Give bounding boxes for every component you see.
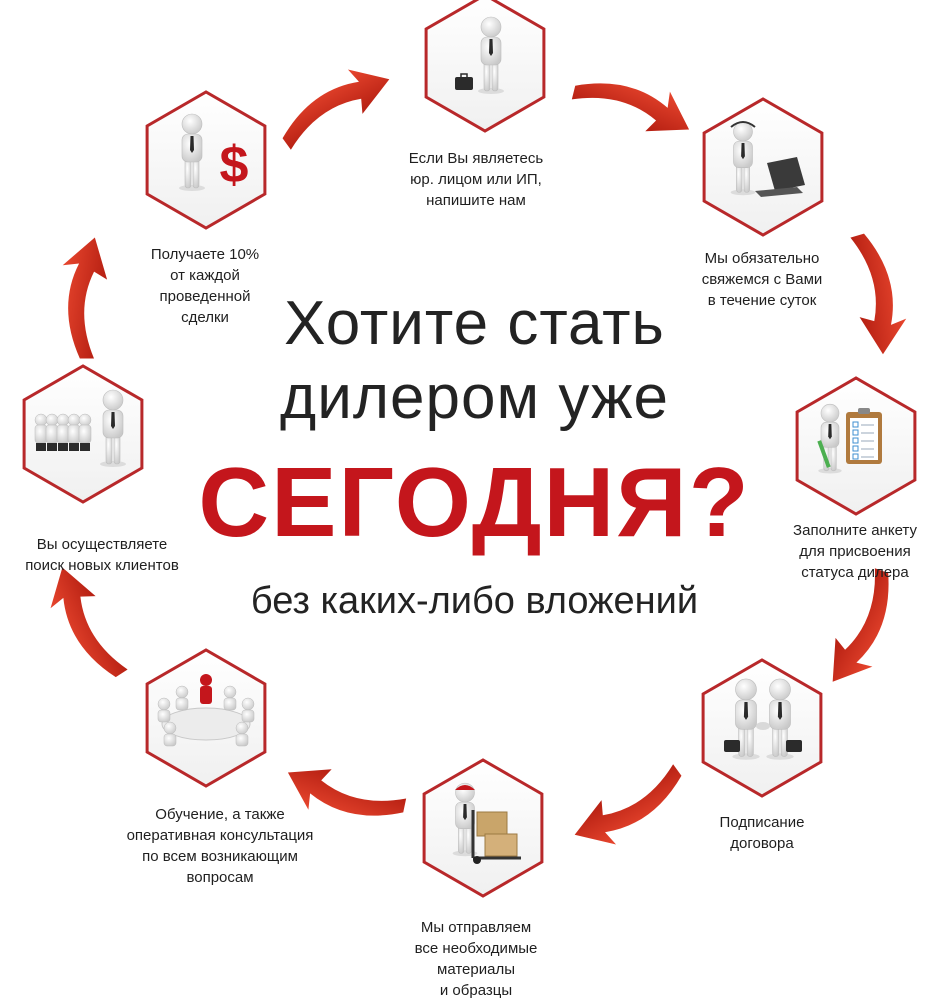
arrow-step6-to-step7	[50, 567, 128, 678]
step-8-caption: Получаете 10% от каждой проведенной сдел…	[120, 244, 290, 328]
step-3-caption-line-1: Заполните анкету	[793, 522, 917, 539]
arrow-step2-to-step3	[850, 233, 907, 355]
step-8-hexagon: $	[145, 90, 267, 230]
step-5-caption-line-3: материалы	[437, 961, 515, 978]
businessman-with-briefcase-icon	[455, 16, 504, 94]
step-7-caption-line-2: поиск новых клиентов	[25, 557, 179, 574]
step-1-caption-line-3: напишите нам	[426, 192, 526, 209]
step-1-hexagon	[424, 0, 546, 133]
step-8-caption-line-1: Получаете 10%	[150, 246, 260, 263]
arrow-step4-to-step5	[574, 764, 682, 845]
step-3-caption: Заполните анкету для присвоения статуса …	[765, 520, 945, 583]
handshake-icon	[724, 678, 802, 760]
dollar-sign-icon: $	[220, 136, 249, 194]
step-4-caption-line-2: договора	[730, 835, 794, 852]
step-4-caption: Подписание договора	[682, 812, 842, 854]
headline-line-2: дилером уже	[280, 363, 669, 432]
step-6-caption-line-3: по всем возникающим	[142, 848, 298, 865]
step-4-hexagon	[701, 658, 823, 798]
step-4-caption-line-1: Подписание	[719, 814, 805, 831]
step-2-hexagon	[702, 97, 824, 237]
step-7-caption: Вы осуществляете поиск новых клиентов	[2, 534, 202, 576]
arrow-step7-to-step8	[62, 237, 108, 359]
headline-accent: СЕГОДНЯ?	[198, 447, 751, 557]
step-6-caption-line-2: оперативная консультация	[126, 827, 314, 844]
arrow-step1-to-step2	[571, 83, 690, 132]
step-2-caption-line-1: Мы обязательно	[704, 250, 820, 267]
step-8-caption-line-2: от каждой	[170, 267, 240, 284]
step-8-caption-line-3: проведенной	[159, 288, 251, 305]
step-5-caption-line-2: все необходимые	[414, 940, 538, 957]
step-5-caption-line-1: Мы отправляем	[420, 919, 532, 936]
delivery-boxes-icon	[452, 782, 521, 864]
step-2-caption-line-2: свяжемся с Вами	[701, 271, 823, 288]
arrow-step3-to-step4	[832, 568, 889, 682]
step-5-caption-line-4: и образцы	[439, 982, 513, 999]
operator-with-laptop-icon	[730, 121, 805, 197]
step-2-caption-line-3: в течение суток	[707, 292, 817, 309]
step-7-hexagon	[22, 364, 144, 504]
headline-line-1: Хотите стать	[284, 289, 665, 358]
step-3-caption-line-2: для присвоения	[799, 543, 911, 560]
dollar-sign-icon: $	[179, 113, 249, 194]
step-hexagons: $	[22, 0, 917, 898]
presentation-group-icon	[34, 389, 126, 467]
step-7-caption-line-1: Вы осуществляете	[36, 536, 168, 553]
step-1-caption: Если Вы являетесь юр. лицом или ИП, напи…	[376, 148, 576, 211]
meeting-table-icon	[157, 674, 255, 747]
step-6-caption: Обучение, а также оперативная консультац…	[100, 804, 340, 888]
step-5-caption: Мы отправляем все необходимые материалы …	[386, 917, 566, 1001]
arrow-step8-to-step1	[282, 69, 390, 150]
step-1-caption-line-2: юр. лицом или ИП,	[410, 171, 542, 188]
step-3-hexagon	[795, 376, 917, 516]
step-6-hexagon	[145, 648, 267, 788]
clipboard-checklist-icon	[817, 403, 882, 474]
step-6-caption-line-1: Обучение, а также	[155, 806, 285, 823]
step-3-caption-line-3: статуса дилера	[801, 564, 909, 581]
step-5-hexagon	[422, 758, 544, 898]
step-8-caption-line-4: сделки	[181, 309, 229, 326]
cycle-arrows	[50, 69, 907, 845]
arrow-step5-to-step6	[287, 769, 407, 816]
step-6-caption-line-4: вопросам	[186, 869, 254, 886]
step-2-caption: Мы обязательно свяжемся с Вами в течение…	[662, 248, 862, 311]
step-1-caption-line-1: Если Вы являетесь	[408, 150, 544, 167]
headline-subtitle: без каких-либо вложений	[250, 580, 699, 622]
